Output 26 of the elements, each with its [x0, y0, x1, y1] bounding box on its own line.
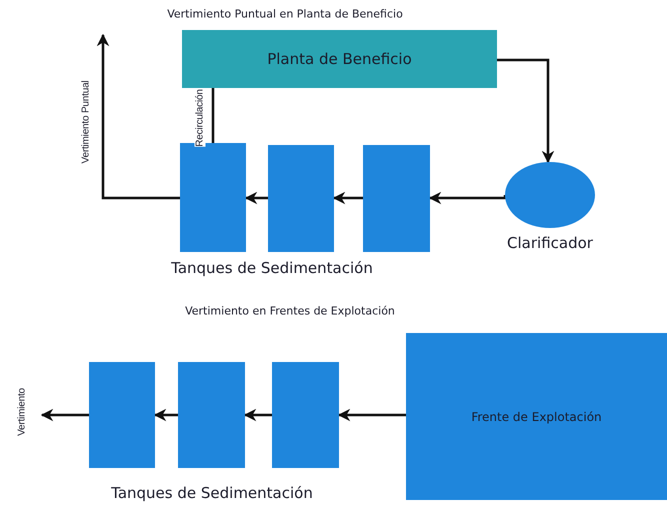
site-box [406, 333, 667, 500]
arrow [428, 192, 506, 204]
node-caption: Clarificador [507, 234, 593, 252]
group-caption: Tanques de Sedimentación [171, 259, 373, 277]
arrow [332, 192, 363, 204]
arrow [497, 58, 554, 164]
tank-box [268, 145, 334, 252]
arrow [244, 408, 272, 422]
node-label: Planta de Beneficio [267, 50, 412, 68]
tank-box [89, 362, 155, 468]
node-label: Frente de Explotación [471, 410, 602, 424]
edge-label: Recirculación [194, 89, 206, 147]
section-title: Vertimiento Puntual en Planta de Beneficio [167, 8, 403, 20]
edge-label: Vertimiento Puntual [80, 80, 92, 164]
tank-box [178, 362, 245, 468]
tank-box [272, 362, 339, 468]
arrow [154, 408, 178, 422]
arrow [96, 34, 180, 200]
arrow [338, 408, 406, 422]
tank-box [363, 145, 430, 252]
arrow [40, 408, 89, 422]
arrow [244, 192, 268, 204]
section-title: Vertimiento en Frentes de Explotación [185, 304, 395, 318]
group-caption: Tanques de Sedimentación [111, 484, 313, 502]
process-box [182, 30, 497, 88]
edge-label: Vertimiento [16, 388, 28, 436]
